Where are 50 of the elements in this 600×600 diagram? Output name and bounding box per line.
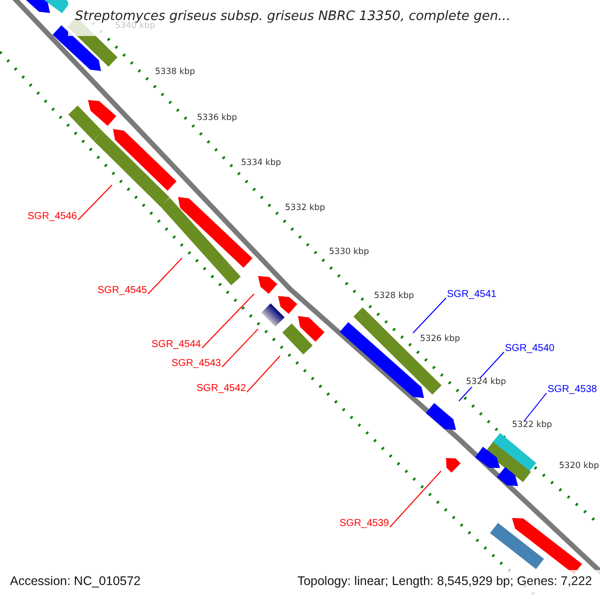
gene-label: SGR_4543 [172,359,221,369]
gene-feature [113,129,176,191]
gene-label: SGR_4541 [447,290,496,300]
scale-label: 5322 kbp [512,421,552,430]
gene-label: SGR_4546 [28,212,77,222]
leader-line [390,470,442,528]
gene-bar [68,106,103,140]
genome-info-text: Topology: linear; Length: 8,545,929 bp; Genes: 7,222 [297,575,592,588]
scale-label: 5340 kbp [115,22,156,30]
leader-line [246,356,280,392]
gene-bar [43,0,70,14]
gene-feature [426,403,456,430]
gene-feature [475,446,500,468]
scale-label: 5338 kbp [155,68,196,76]
scale-label: 5332 kbp [285,204,326,212]
leader-line [202,294,254,348]
gene-feature [258,276,278,294]
gene-feature [24,0,50,13]
gene-label: SGR_4544 [152,340,201,350]
leader-line [148,258,182,294]
gene-bar [160,198,241,286]
gene-feature [178,197,252,268]
leader-line [222,328,258,368]
gene-feature [496,467,518,486]
map-title: Streptomyces griseus subsp. griseus NBRC 13350, complete gen... [75,10,510,23]
gene-bar [353,307,442,395]
gene-feature [446,458,461,473]
gene-label: SGR_4540 [505,344,554,354]
scale-label: 5320 kbp [559,462,600,470]
scale-label: 5336 kbp [197,114,238,122]
scale-label: 5326 kbp [420,335,460,344]
scale-label: 5328 kbp [374,292,414,300]
gene-feature [278,296,298,314]
gene-label: SGR_4542 [196,384,246,394]
gene-label: SGR_4545 [98,286,147,296]
gene-bar [93,131,170,207]
gene-label: SGR_4538 [548,385,597,395]
gene-feature [52,25,101,71]
leader-line [78,184,112,220]
leader-line [412,298,446,334]
gene-feature [298,316,324,342]
scale-label: 5324 kbp [466,378,506,386]
gene-bar [485,442,531,482]
gene-bar [261,303,285,327]
scale-label: 5334 kbp [241,159,282,168]
scale-label: 5330 kbp [329,248,370,256]
accession-text: Accession: NC_010572 [10,575,141,588]
gene-bar [282,324,313,354]
gene-label: SGR_4539 [340,519,389,529]
gene-feature [88,100,116,126]
